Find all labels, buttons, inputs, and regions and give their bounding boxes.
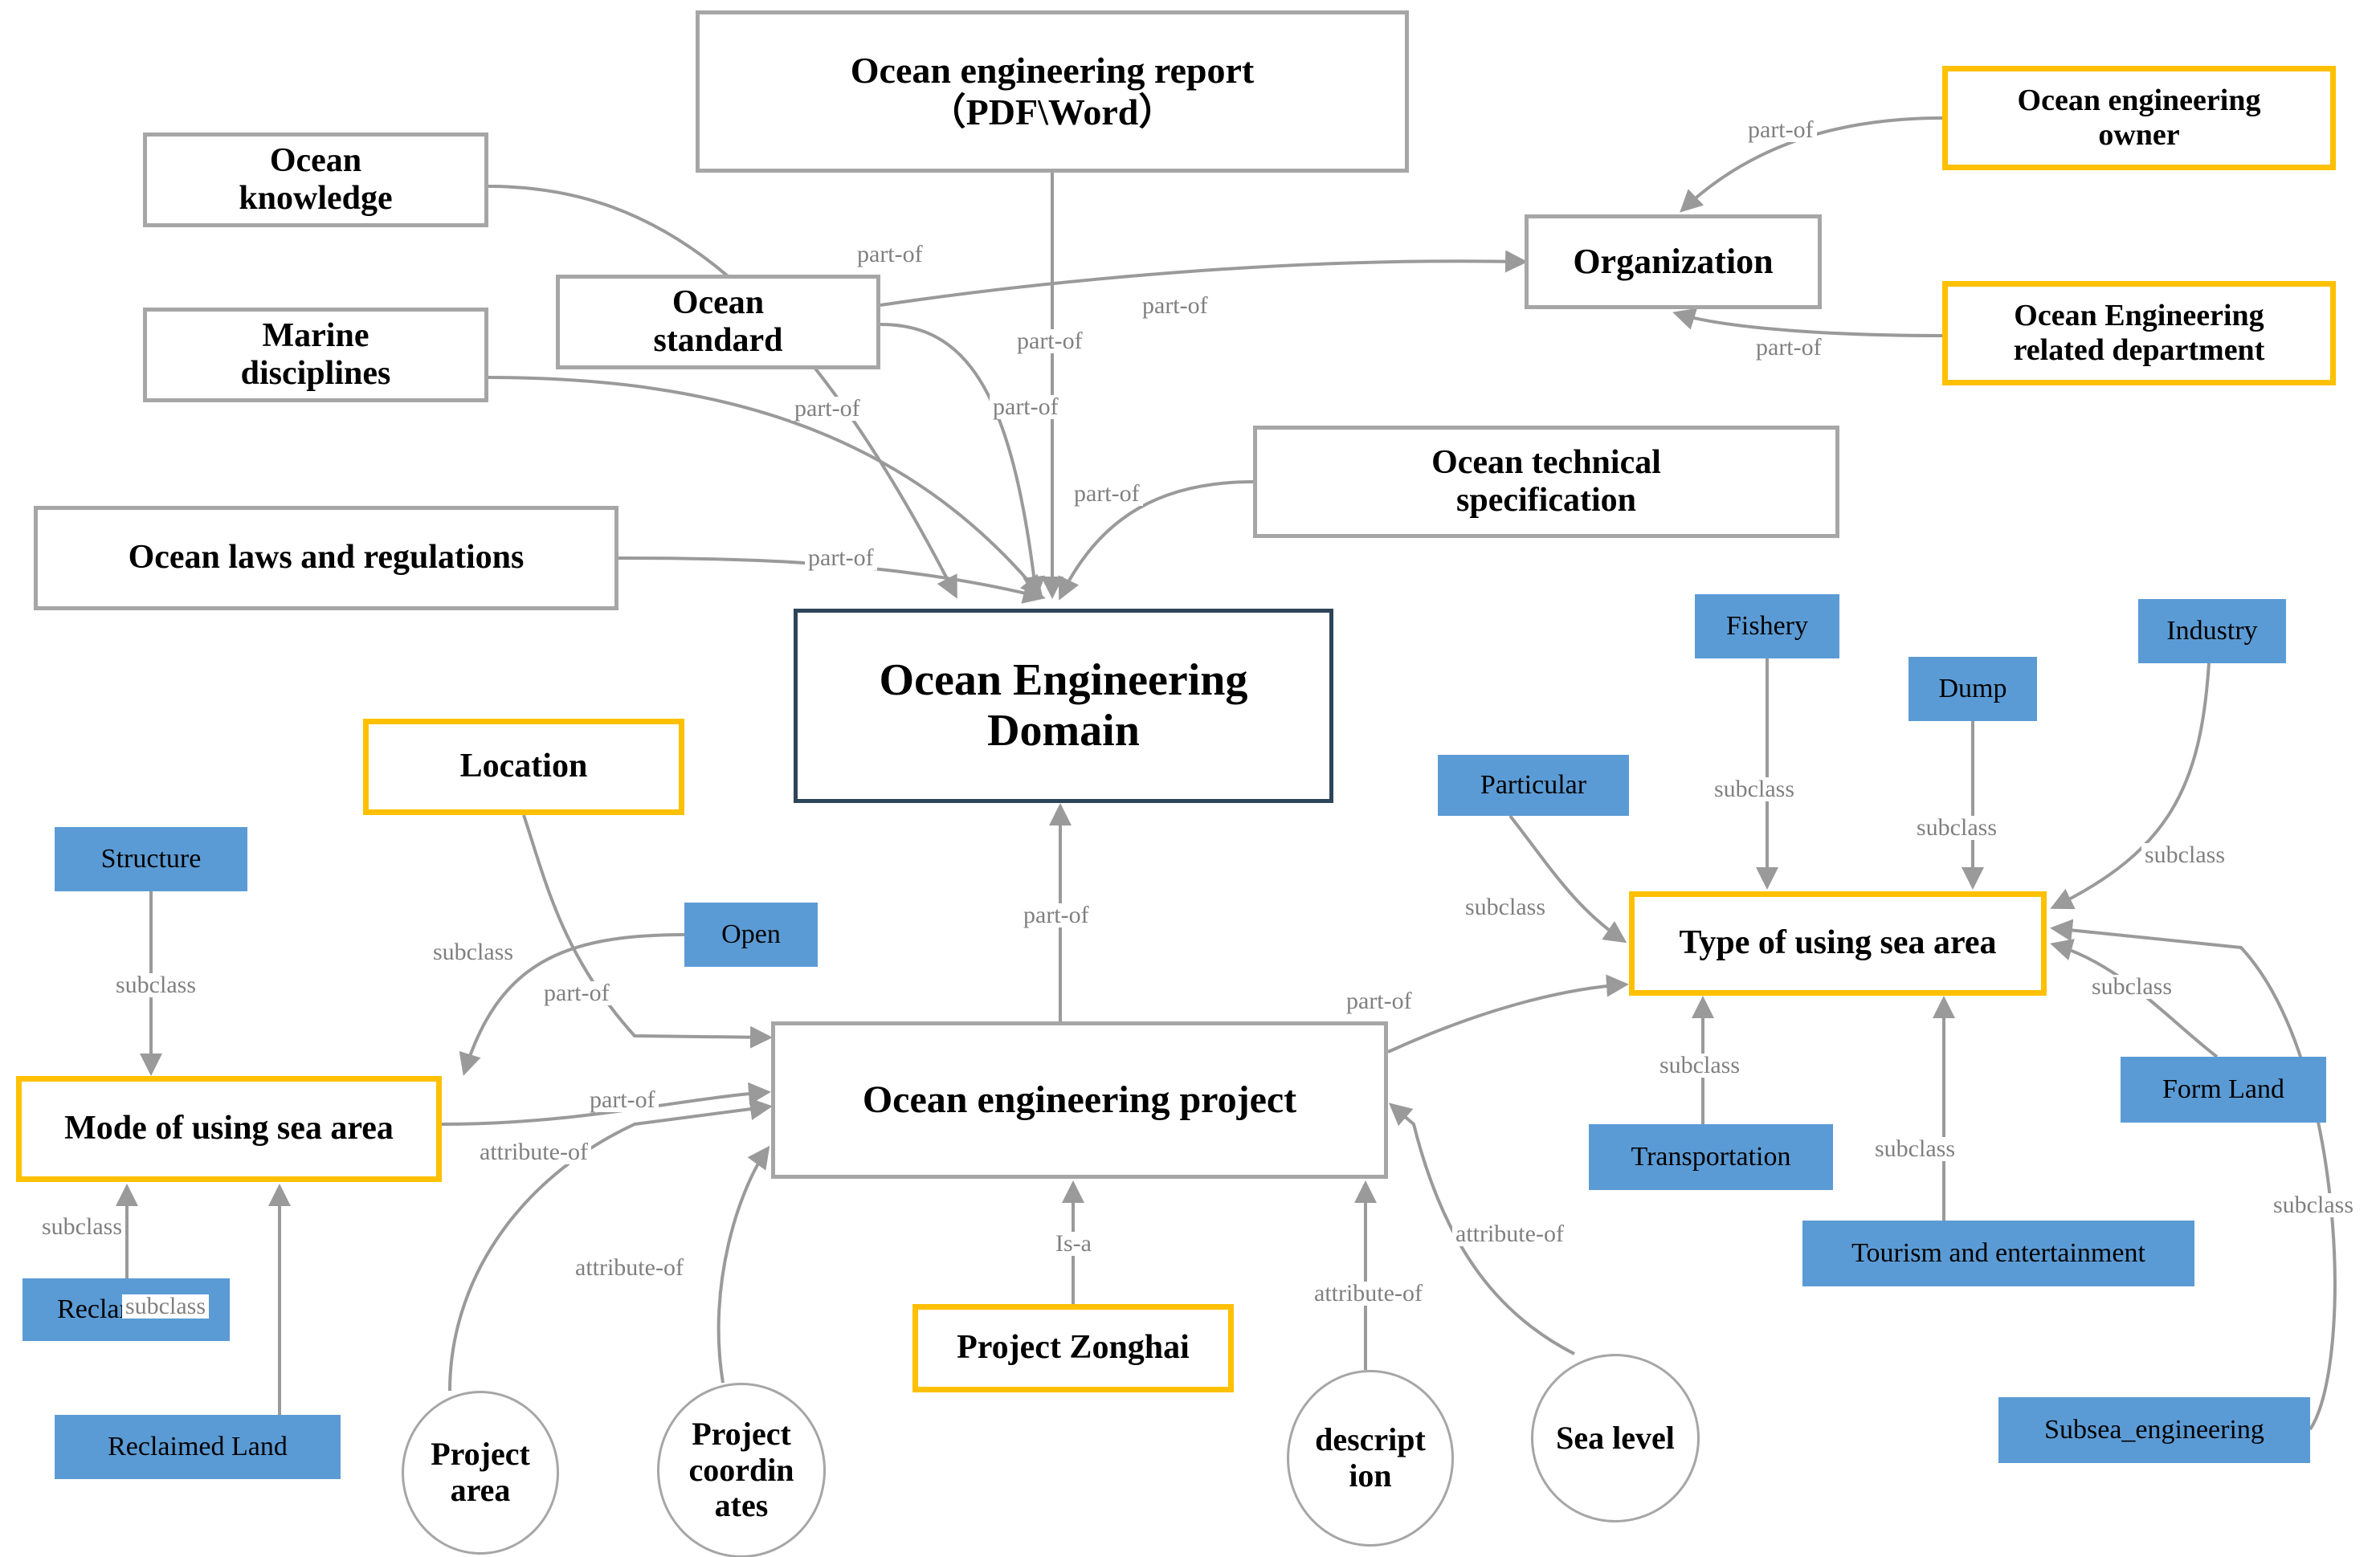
edge-label-ocean-engineering-owner-to-organization: part-of bbox=[1745, 118, 1817, 142]
edge-label-ocean-engineering-project-to-type-of-using-sea-area: part-of bbox=[1343, 989, 1415, 1013]
node-label: Ocean engineering project bbox=[862, 1078, 1297, 1122]
edge-label-subsea-engineering-to-type-of-using-sea-area: subclass bbox=[2270, 1193, 2357, 1217]
edge-path bbox=[1508, 814, 1627, 944]
node-ocean-engineering-report[interactable]: Ocean engineering report （PDF\Word） bbox=[696, 10, 1409, 173]
node-open[interactable]: Open bbox=[684, 903, 818, 967]
edge-label-mode-of-using-sea-area-to-ocean-engineering-project: part-of bbox=[586, 1088, 659, 1112]
edge-path bbox=[2050, 662, 2211, 910]
node-fishery[interactable]: Fishery bbox=[1695, 594, 1839, 658]
node-project-area[interactable]: Project area bbox=[402, 1391, 559, 1555]
edge-label-ocean-technical-specification-to-ocean-engineering-domain: part-of bbox=[1071, 482, 1143, 506]
node-structure[interactable]: Structure bbox=[55, 827, 247, 891]
node-label: Location bbox=[459, 748, 588, 785]
node-ocean-laws-and-regulations[interactable]: Ocean laws and regulations bbox=[34, 506, 618, 610]
node-label: Ocean standard bbox=[653, 283, 783, 359]
edge-label-description-to-ocean-engineering-project: attribute-of bbox=[1311, 1282, 1426, 1306]
node-label: Ocean Engineering Domain bbox=[879, 655, 1248, 756]
edge-path bbox=[2050, 919, 2337, 1431]
node-label: Ocean laws and regulations bbox=[128, 539, 525, 577]
node-form-land[interactable]: Form Land bbox=[2121, 1057, 2326, 1123]
node-ocean-engineering-owner[interactable]: Ocean engineering owner bbox=[1942, 66, 2336, 170]
node-type-of-using-sea-area[interactable]: Type of using sea area bbox=[1629, 891, 2047, 996]
node-label: Fishery bbox=[1726, 610, 1808, 641]
node-subsea-engineering[interactable]: Subsea_engineering bbox=[1998, 1397, 2310, 1463]
node-label: Tourism and entertainment bbox=[1851, 1237, 2145, 1268]
edge-label-reclamation-to-mode-of-using-sea-area: subclass bbox=[39, 1215, 125, 1239]
node-sea-level[interactable]: Sea level bbox=[1531, 1354, 1700, 1522]
edge-label-structure-to-mode-of-using-sea-area: subclass bbox=[112, 973, 199, 997]
edge-path bbox=[880, 323, 1046, 599]
edge-path bbox=[716, 1145, 770, 1384]
node-label: Type of using sea area bbox=[1679, 924, 1997, 962]
edge-label-ocean-engineering-report-to-ocean-engineering-domain: part-of bbox=[990, 395, 1062, 419]
edge-label-location-to-ocean-engineering-project: part-of bbox=[541, 981, 613, 1005]
edge-label-ocean-standard-to-organization: part-of bbox=[1139, 294, 1211, 318]
node-ocean-engineering-project[interactable]: Ocean engineering project bbox=[771, 1021, 1388, 1179]
edge-label-ocean-engineering-project-to-ocean-engineering-domain: part-of bbox=[1020, 903, 1092, 927]
node-label: Ocean engineering owner bbox=[2017, 84, 2261, 152]
node-label: Ocean engineering report （PDF\Word） bbox=[850, 50, 1255, 132]
edge-label-project-zonghai-to-ocean-engineering-project: Is-a bbox=[1052, 1232, 1095, 1256]
edge-label-open-to-mode-of-using-sea-area: subclass bbox=[430, 940, 516, 964]
edge-label-project-coordinates-to-ocean-engineering-project: attribute-of bbox=[572, 1256, 687, 1280]
node-mode-of-using-sea-area[interactable]: Mode of using sea area bbox=[16, 1076, 442, 1182]
node-label: Particular bbox=[1480, 769, 1587, 800]
node-label: Project coordin ates bbox=[688, 1415, 794, 1524]
edge-label-sea-level-to-ocean-engineering-project: attribute-of bbox=[1452, 1222, 1567, 1246]
edge-label-transportation-to-type-of-using-sea-area: subclass bbox=[1656, 1054, 1743, 1078]
node-label: Structure bbox=[100, 843, 202, 874]
node-reclaimed-land[interactable]: Reclaimed Land bbox=[55, 1415, 341, 1479]
node-label: Open bbox=[721, 919, 781, 949]
edge-label-particular-to-type-of-using-sea-area: subclass bbox=[1462, 895, 1549, 919]
node-label: Dump bbox=[1938, 673, 2007, 703]
edge-label-project-area-to-ocean-engineering-project: attribute-of bbox=[476, 1140, 591, 1164]
edge-label-fishery-to-type-of-using-sea-area: subclass bbox=[1711, 777, 1798, 801]
node-location[interactable]: Location bbox=[363, 719, 684, 815]
edge-label-reclaimed-land-to-mode-of-using-sea-area: subclass bbox=[122, 1294, 209, 1319]
node-project-zonghai[interactable]: Project Zonghai bbox=[912, 1304, 1234, 1392]
node-ocean-knowledge[interactable]: Ocean knowledge bbox=[143, 132, 488, 227]
edge-path bbox=[1672, 308, 1943, 337]
node-label: Project area bbox=[431, 1436, 530, 1508]
node-label: Subsea_engineering bbox=[2044, 1414, 2264, 1445]
edge-path bbox=[1387, 974, 1629, 1054]
node-particular[interactable]: Particular bbox=[1438, 755, 1629, 816]
node-dump[interactable]: Dump bbox=[1908, 657, 2037, 721]
edge-label-ocean-knowledge-to-ocean-engineering-domain: part-of bbox=[854, 243, 926, 267]
node-tourism-and-entertainment[interactable]: Tourism and entertainment bbox=[1802, 1221, 2194, 1286]
node-ocean-technical-specification[interactable]: Ocean technical specification bbox=[1253, 426, 1839, 538]
node-industry[interactable]: Industry bbox=[2138, 599, 2286, 663]
edge-label-tourism-and-entertainment-to-type-of-using-sea-area: subclass bbox=[1872, 1137, 1958, 1161]
edge-label-dump-to-type-of-using-sea-area: subclass bbox=[1913, 816, 2000, 840]
node-label: Ocean technical specification bbox=[1431, 443, 1661, 519]
edge-label-industry-to-type-of-using-sea-area: subclass bbox=[2141, 843, 2228, 867]
node-label: descript ion bbox=[1315, 1421, 1426, 1494]
node-organization[interactable]: Organization bbox=[1525, 214, 1822, 309]
node-label: Marine disciplines bbox=[240, 316, 391, 392]
edge-label-ocean-engineering-related-department-to-organization: part-of bbox=[1753, 336, 1825, 360]
node-label: Reclaimed Land bbox=[108, 1431, 288, 1461]
node-label: Ocean Engineering related department bbox=[2013, 299, 2265, 367]
edge-path bbox=[2050, 939, 2219, 1058]
node-label: Organization bbox=[1573, 242, 1774, 282]
edge-label-ocean-laws-and-regulations-to-ocean-engineering-domain: part-of bbox=[805, 546, 877, 570]
node-ocean-engineering-related-department[interactable]: Ocean Engineering related department bbox=[1942, 281, 2336, 385]
node-label: Transportation bbox=[1631, 1141, 1791, 1172]
edge-label-ocean-standard-to-ocean-engineering-domain: part-of bbox=[1014, 329, 1086, 353]
node-project-coordinates[interactable]: Project coordin ates bbox=[657, 1383, 826, 1557]
edge-label-form-land-to-type-of-using-sea-area: subclass bbox=[2088, 975, 2175, 999]
node-label: Mode of using sea area bbox=[64, 1110, 394, 1147]
node-label: Sea level bbox=[1556, 1419, 1675, 1456]
node-ocean-standard[interactable]: Ocean standard bbox=[556, 275, 880, 369]
edge-label-marine-disciplines-to-ocean-engineering-domain: part-of bbox=[791, 397, 863, 421]
node-label: Form Land bbox=[2162, 1074, 2285, 1104]
node-description[interactable]: descript ion bbox=[1287, 1370, 1454, 1547]
node-transportation[interactable]: Transportation bbox=[1589, 1124, 1833, 1190]
node-marine-disciplines[interactable]: Marine disciplines bbox=[143, 308, 488, 402]
node-label: Industry bbox=[2166, 615, 2258, 646]
node-ocean-engineering-domain[interactable]: Ocean Engineering Domain bbox=[794, 609, 1333, 803]
node-label: Project Zonghai bbox=[957, 1329, 1190, 1367]
node-label: Ocean knowledge bbox=[239, 141, 393, 217]
